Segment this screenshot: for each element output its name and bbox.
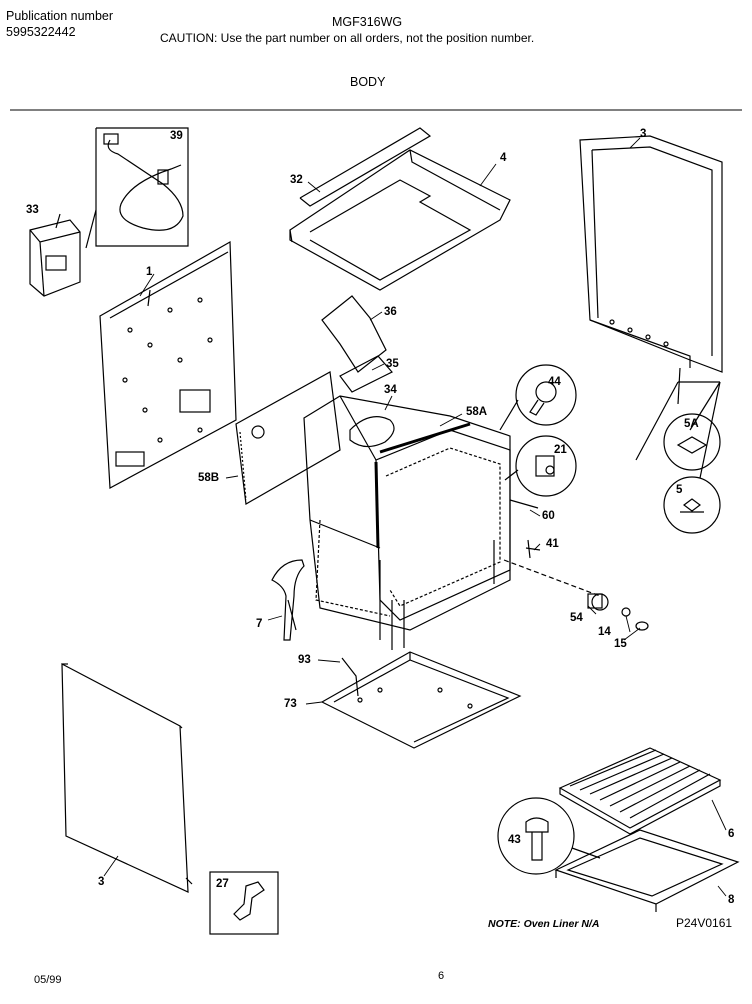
callout-58B: 58B <box>198 472 220 484</box>
oven-rack <box>558 747 722 835</box>
detail-circles <box>499 364 577 497</box>
callout-34: 34 <box>384 384 397 396</box>
callout-6: 6 <box>728 828 735 840</box>
publication-label: Publication number <box>6 9 114 23</box>
callout-5A: 5A <box>684 418 699 430</box>
publication-number: 5995322442 <box>6 25 76 39</box>
callout-15: 15 <box>614 638 627 650</box>
callout-73: 73 <box>284 698 297 710</box>
callout-3-upper: 3 <box>640 128 647 140</box>
model-number: MGF316WG <box>332 15 403 29</box>
side-panel-left <box>61 662 193 893</box>
terminal-block <box>29 213 81 297</box>
oven-body <box>303 395 511 650</box>
callout-7: 7 <box>256 618 263 630</box>
clip-inset <box>209 871 279 935</box>
callout-39: 39 <box>170 130 183 142</box>
callout-4: 4 <box>500 152 507 164</box>
callout-36: 36 <box>384 306 397 318</box>
callout-1: 1 <box>146 266 153 278</box>
callout-44: 44 <box>548 376 561 388</box>
power-cord-inset <box>85 127 189 249</box>
oven-liner-note: NOTE: Oven Liner N/A <box>488 918 600 930</box>
callout-41: 41 <box>546 538 559 550</box>
callout-93: 93 <box>298 654 311 666</box>
callout-14: 14 <box>598 626 611 638</box>
screw-detail <box>497 797 601 875</box>
bottom-plate <box>320 651 522 749</box>
callout-35: 35 <box>386 358 399 370</box>
back-panel <box>99 240 237 489</box>
caution-text: CAUTION: Use the part number on all orde… <box>160 31 535 45</box>
section-title: BODY <box>350 75 386 89</box>
callout-32: 32 <box>290 174 303 186</box>
callout-43: 43 <box>508 834 521 846</box>
page-number: 6 <box>438 970 445 982</box>
callout-3-lower: 3 <box>98 876 105 888</box>
top-frame <box>289 127 511 291</box>
oven-liner <box>554 829 740 912</box>
drawing-code: P24V0161 <box>676 916 733 930</box>
insulation-left <box>235 371 341 505</box>
callout-5: 5 <box>676 484 683 496</box>
callout-8: 8 <box>728 894 735 906</box>
leader-lines <box>103 137 727 897</box>
callout-54: 54 <box>570 612 583 624</box>
fasteners <box>509 499 541 559</box>
footer-date: 05/99 <box>34 974 62 986</box>
vent-duct <box>321 295 393 393</box>
side-panel-right <box>579 135 723 534</box>
callout-33: 33 <box>26 204 39 216</box>
bracket-7 <box>271 559 305 641</box>
callout-58A: 58A <box>466 406 488 418</box>
callout-27: 27 <box>216 878 229 890</box>
callout-60: 60 <box>542 510 555 522</box>
callout-21: 21 <box>554 444 567 456</box>
